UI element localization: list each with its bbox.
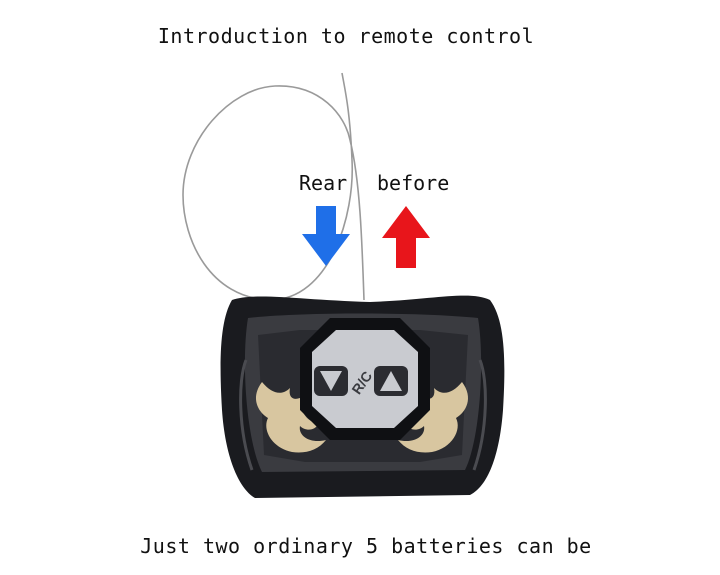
arrow-down-icon xyxy=(302,206,350,266)
button-panel xyxy=(300,318,430,440)
footer-caption: Just two ordinary 5 batteries can be xyxy=(140,534,592,558)
antenna-wire xyxy=(182,72,365,301)
flame-right xyxy=(398,382,469,453)
rear-label: Rear xyxy=(299,171,348,195)
triangle-down-icon[interactable] xyxy=(314,366,348,396)
triangle-up-icon[interactable] xyxy=(374,366,408,396)
before-label: before xyxy=(377,171,450,195)
flame-left xyxy=(255,382,326,453)
arrow-up-icon xyxy=(382,206,430,268)
page-title: Introduction to remote control xyxy=(157,24,535,48)
